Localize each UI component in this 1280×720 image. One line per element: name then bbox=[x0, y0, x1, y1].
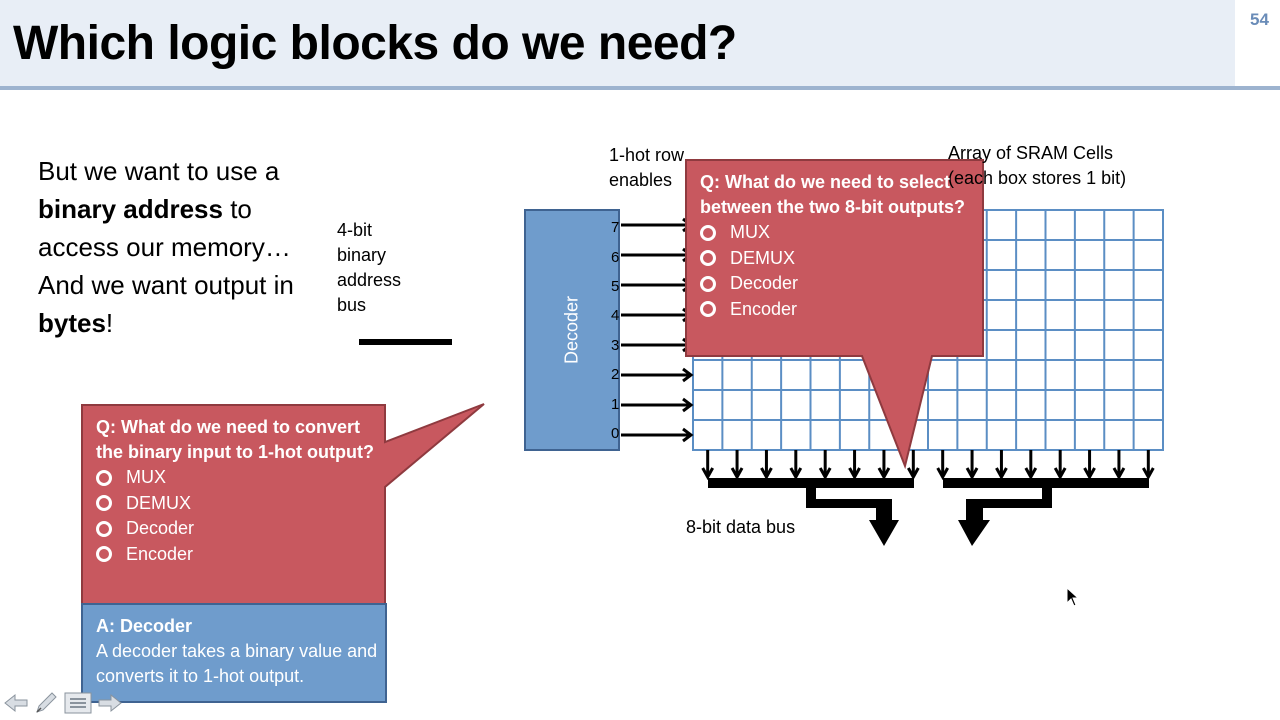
radio-icon[interactable] bbox=[700, 224, 716, 241]
onehot-label-line: 1-hot row bbox=[609, 145, 685, 165]
column-output-arrowhead bbox=[907, 467, 920, 481]
column-output-arrowhead bbox=[1142, 467, 1155, 481]
pen-icon[interactable] bbox=[34, 691, 58, 720]
row-number: 5 bbox=[611, 278, 620, 295]
decoder-label: Decoder bbox=[561, 295, 582, 365]
option-demux[interactable]: DEMUX bbox=[700, 246, 980, 272]
slide-nav bbox=[4, 691, 122, 720]
callout-top: Q: What do we need to select between the… bbox=[700, 170, 980, 322]
address-bus-label-line: binary bbox=[337, 245, 387, 265]
address-bus-label-line: 4-bit bbox=[337, 220, 373, 240]
body-text-span: But we want to use a bbox=[38, 156, 280, 186]
mouse-cursor-icon bbox=[1066, 586, 1080, 612]
sram-array-label: Array of SRAM Cells (each box stores 1 b… bbox=[948, 141, 1126, 191]
option-decoder[interactable]: Decoder bbox=[700, 271, 980, 297]
option-label: Decoder bbox=[126, 518, 195, 539]
option-label: MUX bbox=[126, 467, 166, 488]
body-bold-span: binary address bbox=[38, 194, 223, 224]
option-mux[interactable]: MUX bbox=[96, 465, 381, 491]
radio-icon[interactable] bbox=[96, 469, 112, 486]
radio-icon[interactable] bbox=[96, 520, 112, 537]
column-output-arrowhead bbox=[730, 467, 744, 481]
option-label: DEMUX bbox=[126, 492, 192, 513]
option-mux[interactable]: MUX bbox=[700, 220, 980, 246]
row-number: 6 bbox=[611, 249, 620, 266]
row-number: 0 bbox=[611, 425, 620, 442]
onehot-enables-label: 1-hot row enables bbox=[609, 143, 684, 193]
option-label: Decoder bbox=[730, 273, 799, 294]
data-bus-label: 8-bit data bus bbox=[686, 517, 796, 537]
slide-number: 54 bbox=[1250, 10, 1269, 29]
address-bus-label-line: address bbox=[337, 270, 402, 290]
column-output-arrows bbox=[701, 450, 1155, 481]
body-paragraph-1: But we want to use a binary address to a… bbox=[38, 152, 318, 266]
column-output-arrowhead bbox=[877, 467, 891, 481]
option-label: DEMUX bbox=[730, 247, 796, 268]
body-text-span: to access our memory… bbox=[38, 194, 291, 262]
decoder-block: Decoder bbox=[524, 209, 620, 451]
array-label-line: (each box stores 1 bit) bbox=[948, 168, 1127, 188]
row-enable-arrows bbox=[621, 217, 694, 443]
column-output-arrowhead bbox=[936, 467, 949, 481]
option-label: Encoder bbox=[126, 543, 194, 564]
column-output-arrowhead bbox=[995, 467, 1008, 481]
answer-text: A decoder takes a binary value and conve… bbox=[96, 641, 378, 686]
answer-title: A: Decoder bbox=[96, 616, 193, 636]
title-bar bbox=[0, 0, 1235, 86]
callout-top-shape bbox=[685, 159, 984, 470]
data-bus-left bbox=[708, 478, 914, 546]
column-output-arrowhead bbox=[760, 467, 773, 481]
row-enable-arrowhead bbox=[682, 367, 694, 383]
address-bus-label: 4-bit binary address bus bbox=[337, 218, 427, 318]
address-bus-label-line: bus bbox=[337, 295, 367, 315]
column-output-arrowhead bbox=[1024, 467, 1038, 481]
column-output-arrowhead bbox=[848, 467, 861, 481]
row-enable-arrowhead bbox=[682, 397, 694, 413]
column-output-arrowhead bbox=[1053, 467, 1067, 481]
column-output-arrowhead bbox=[1112, 467, 1126, 481]
callout-left-question: Q: What do we need to convert the binary… bbox=[96, 417, 374, 462]
forward-arrow-icon[interactable] bbox=[98, 693, 122, 718]
data-bus-right bbox=[943, 478, 1149, 546]
option-demux[interactable]: DEMUX bbox=[96, 491, 381, 517]
radio-icon[interactable] bbox=[700, 301, 716, 318]
radio-icon[interactable] bbox=[96, 495, 112, 512]
answer-box: A: Decoder A decoder takes a binary valu… bbox=[96, 614, 381, 689]
body-text: But we want to use a binary address to a… bbox=[38, 152, 318, 342]
callout-left-shape bbox=[81, 403, 485, 703]
array-label-line: Array of SRAM Cells bbox=[948, 143, 1114, 163]
option-encoder[interactable]: Encoder bbox=[700, 297, 980, 323]
onehot-label-line: enables bbox=[609, 170, 673, 190]
row-number: 7 bbox=[611, 219, 620, 236]
row-enable-arrowhead bbox=[682, 427, 694, 443]
body-paragraph-2: And we want output in bytes! bbox=[38, 266, 318, 342]
option-label: MUX bbox=[730, 222, 770, 243]
radio-icon[interactable] bbox=[700, 250, 716, 267]
option-label: Encoder bbox=[730, 298, 798, 319]
option-encoder[interactable]: Encoder bbox=[96, 542, 381, 568]
column-output-arrowhead bbox=[818, 467, 832, 481]
title-divider bbox=[0, 86, 1280, 90]
body-text-span: ! bbox=[105, 308, 114, 338]
row-number: 4 bbox=[611, 307, 620, 324]
callout-top-question: Q: What do we need to select between the… bbox=[700, 172, 965, 217]
slide-title: Which logic blocks do we need? bbox=[13, 17, 737, 70]
row-number: 3 bbox=[611, 337, 620, 354]
column-output-arrowhead bbox=[789, 467, 803, 481]
option-decoder[interactable]: Decoder bbox=[96, 516, 381, 542]
column-output-arrowhead bbox=[965, 467, 979, 481]
back-arrow-icon[interactable] bbox=[4, 693, 28, 718]
row-number: 1 bbox=[611, 396, 620, 413]
address-bus-line bbox=[359, 339, 452, 345]
row-number: 2 bbox=[611, 366, 620, 383]
column-output-arrowhead bbox=[1083, 467, 1096, 481]
radio-icon[interactable] bbox=[700, 275, 716, 292]
body-text-span: And we want output in bbox=[38, 270, 294, 300]
radio-icon[interactable] bbox=[96, 546, 112, 563]
column-output-arrowhead bbox=[701, 467, 714, 481]
body-bold-span: bytes bbox=[38, 308, 106, 338]
menu-icon[interactable] bbox=[64, 692, 92, 719]
callout-left: Q: What do we need to convert the binary… bbox=[96, 415, 381, 567]
